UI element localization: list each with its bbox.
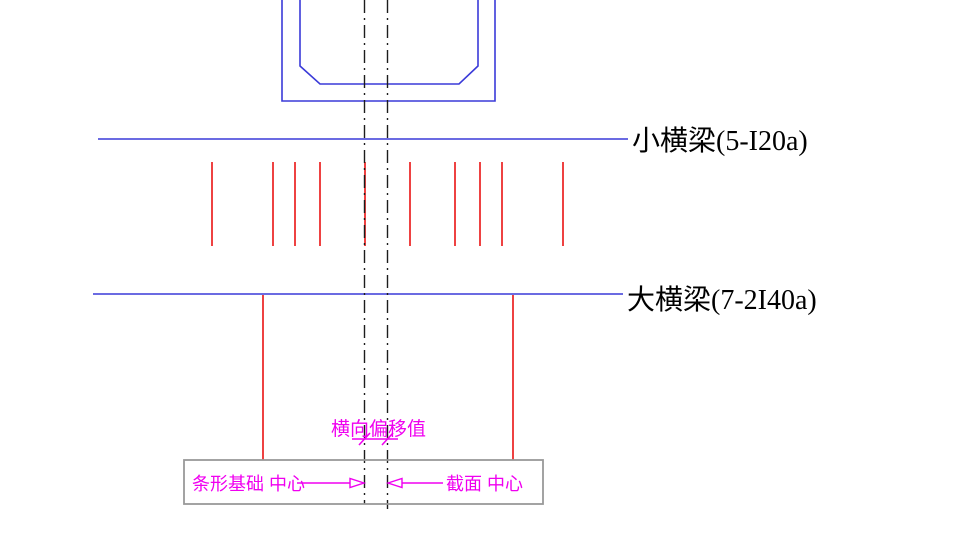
pier-inner-outline <box>299 0 479 85</box>
strip-foundation-center-leader: 条形基础 中心 <box>192 474 367 494</box>
strip-foundation-outline <box>183 459 544 505</box>
section-center-label: 截面 中心 <box>446 474 523 494</box>
pier-outer-outline <box>281 0 496 102</box>
large-beam-label: 大横梁(7-2I40a) <box>627 284 817 316</box>
offset-oblique-tick-left <box>358 432 371 446</box>
lateral-offset-label: 横向偏移值 <box>331 418 426 440</box>
offset-oblique-tick-right <box>381 432 394 446</box>
lateral-offset-dimension: 横向偏移值 <box>331 418 426 446</box>
strip-foundation-center-label: 条形基础 中心 <box>192 474 305 494</box>
section-center-leader: 截面 中心 <box>385 474 523 494</box>
right-arrow-icon <box>349 477 367 489</box>
small-beam-label: 小横梁(5-I20a) <box>632 125 808 157</box>
left-arrow-icon <box>385 477 403 489</box>
